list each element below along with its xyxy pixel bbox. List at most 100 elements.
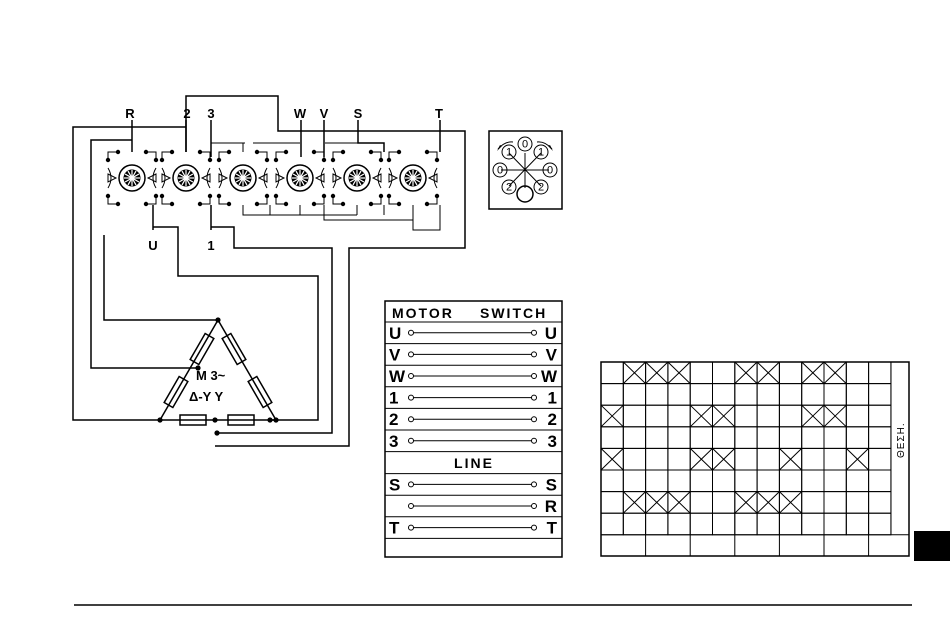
table-cell-right: 2 [548,410,557,429]
terminal-label-3: 3 [207,106,214,121]
dial-position-label: 1 [506,147,512,159]
grid-cell [779,362,801,384]
grid-cell [646,384,668,406]
grid-cell [713,470,735,492]
dial-position-label: 0 [547,165,553,177]
grid-cell [846,513,868,535]
grid-cell-x-mark [713,405,735,427]
grid-cell-x-mark [757,492,779,514]
table-cell-right: R [545,497,557,516]
motor-node [212,417,217,422]
grid-cell [713,384,735,406]
grid-cell-x-mark [646,492,668,514]
grid-cell [869,427,891,449]
grid-cell [802,384,824,406]
table-cell-left: W [389,367,406,386]
wire-bridge-bottom [243,205,440,230]
grid-cell-x-mark [646,362,668,384]
table-cell-left: T [389,519,400,538]
motor-node [273,417,278,422]
grid-cell-x-mark [735,362,757,384]
grid-cell [869,470,891,492]
grid-cell [601,492,623,514]
grid-cell-x-mark [735,492,757,514]
grid-cell [869,384,891,406]
table-cell-left: U [389,324,401,343]
grid-cell-x-mark [802,405,824,427]
grid-cell [869,513,891,535]
grid-cell [869,448,891,470]
grid-cell [601,384,623,406]
grid-cell [601,513,623,535]
switch-position-dial: 0110022 [489,131,562,209]
switch-contact-block [217,150,269,206]
terminal-label-s: S [354,106,363,121]
grid-cell [802,448,824,470]
dial-position-label: 2 [506,182,512,194]
grid-cell [846,362,868,384]
grid-cell [869,492,891,514]
grid-cell [846,492,868,514]
table-cell-left: V [389,345,401,364]
grid-cell [646,513,668,535]
switch-contact-block [387,150,439,206]
grid-cell [735,448,757,470]
table-cell-right: S [546,475,557,494]
motor-node [157,417,162,422]
motor-connection-label: Δ-Y Y [189,389,223,404]
dial-position: 0 [518,137,532,151]
grid-cell [668,513,690,535]
grid-cell [601,470,623,492]
grid-cell [757,405,779,427]
grid-cell [713,362,735,384]
dial-position-label: 0 [522,139,528,151]
table-cell-left: 1 [389,389,398,408]
terminal-label-1: 1 [207,238,214,253]
grid-cell [735,405,757,427]
grid-cell [646,427,668,449]
dial-position-label: 0 [497,165,503,177]
motor-node [215,317,220,322]
table-row-line: R [385,495,562,516]
grid-cell-x-mark [690,448,712,470]
switch-contact-block [274,150,326,206]
table-cell-right: U [545,324,557,343]
dial-position: 2 [502,180,516,194]
grid-cell-x-mark [713,448,735,470]
table-cell-right: T [547,519,558,538]
table-cell-left: 3 [389,432,398,451]
grid-cell [690,513,712,535]
grid-cell [824,470,846,492]
table-row-line: SS [385,474,562,495]
grid-cell-x-mark [690,405,712,427]
grid-cell [802,513,824,535]
grid-cell [757,448,779,470]
grid-cell-x-mark [623,492,645,514]
grid-cell [779,427,801,449]
grid-cell [846,405,868,427]
motor-label: M 3~ [196,368,226,383]
grid-side-label: ΘΕΣΗ. [896,422,907,458]
grid-cell [713,427,735,449]
grid-cell-x-mark [779,448,801,470]
switch-contact-block [106,150,158,206]
dial-position: 1 [502,145,516,159]
motor-node [267,417,272,422]
grid-cell [757,513,779,535]
grid-cell [601,427,623,449]
grid-cell [802,492,824,514]
grid-cell-x-mark [824,362,846,384]
grid-cell [735,384,757,406]
grid-cell [646,470,668,492]
grid-cell [869,362,891,384]
table-row-line: TT [385,517,562,538]
page-tab-marker [914,531,950,561]
dial-position: 1 [534,145,548,159]
grid-cell [646,448,668,470]
grid-cell [779,405,801,427]
grid-cell-x-mark [757,362,779,384]
terminal-label-w: W [294,106,307,121]
